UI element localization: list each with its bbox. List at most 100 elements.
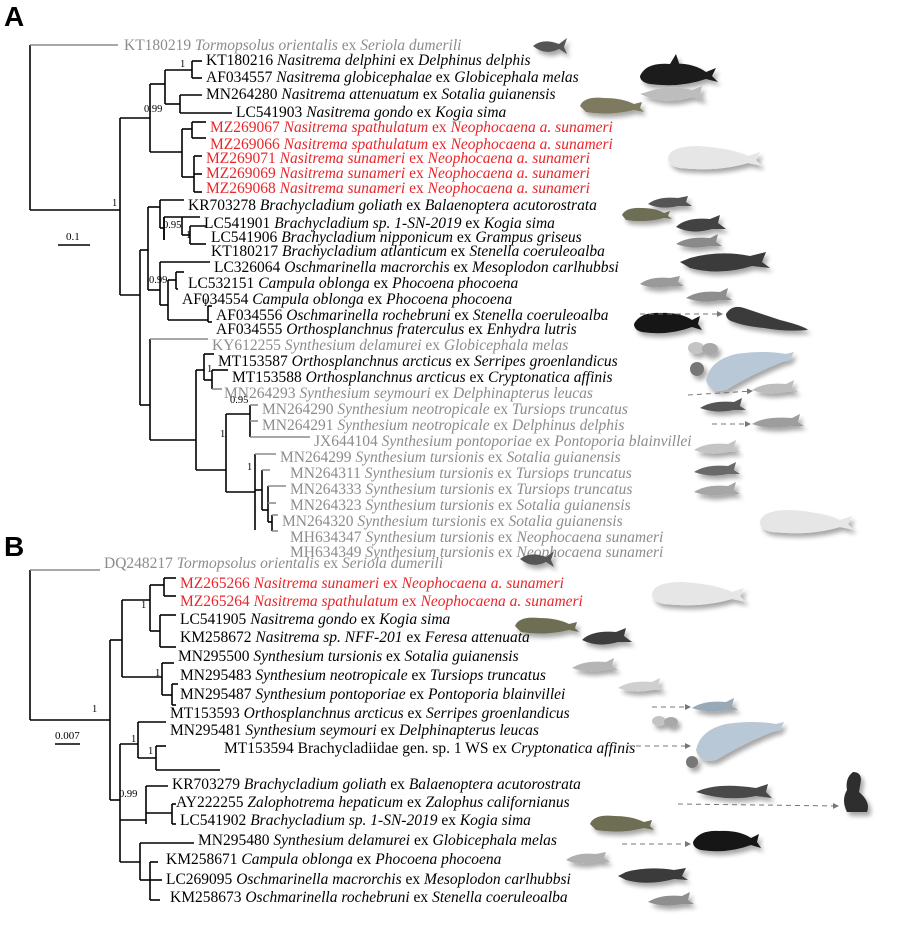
leaf-accession: MN264299 (280, 449, 355, 466)
leaf-parasite-name: Synthesium seymouri (245, 722, 376, 739)
leaf-parasite-name: Orthosplanchnus arcticus (292, 353, 452, 370)
support-label: 0.95 (163, 220, 181, 231)
leaf-ex: ex (494, 465, 516, 482)
leaf-accession: MN264333 (290, 481, 365, 498)
porpoise-icon (566, 852, 610, 864)
leaf-ex: ex (410, 832, 432, 849)
leaf-parasite-name: Brachycladium atlanticum (282, 243, 447, 260)
leaf-host-name: Grampus griseus (475, 229, 581, 246)
dolphin-icon (686, 288, 732, 302)
leaf-accession: KT180217 (211, 243, 282, 260)
leaf-accession: AF034556 (216, 307, 286, 324)
sea-otter-icon (726, 306, 808, 331)
leaf-ex: ex (419, 86, 441, 103)
support-values-a: 1 0.99 1 0.95 1 0.99 1 1 0.95 1 1 (112, 59, 252, 473)
grey-dolphin-icon (694, 482, 740, 496)
leaf-host-name: Serripes groenlandicus (474, 353, 618, 370)
leaf-host-name: Neophocaena a. sunameri (427, 180, 590, 197)
leaf-ex: ex (488, 740, 510, 757)
leaf-host-name: Neophocaena sunameri (516, 544, 664, 561)
leaf-label: MH634349 Synthesium tursionis ex Neophoc… (290, 544, 663, 561)
leaf-ex: ex (379, 575, 401, 592)
leaf-parasite-name: Synthesium tursionis (253, 648, 382, 665)
leaf-accession: DQ248217 (104, 555, 177, 572)
leaf-host-name: Phocoena phocoena (385, 291, 512, 308)
leaf-label: LC269095 Oschmarinella macrorchis ex Mes… (166, 871, 571, 888)
support-label: 0.95 (230, 395, 248, 406)
support-values-b: 1 1 1 1 1 0.99 (92, 600, 160, 800)
support-label: 1 (180, 59, 185, 70)
leaf-accession: MZ269066 (210, 136, 284, 153)
leaf-label: KT180216 Nasitrema delphini ex Delphinus… (206, 52, 531, 69)
leaf-accession: JX644104 (314, 433, 382, 450)
leaf-accession: MT153588 (232, 369, 306, 386)
pygmy-sperm-whale-icon (515, 617, 579, 634)
leaf-ex: ex (490, 417, 512, 434)
leaf-accession: KT180216 (206, 52, 277, 69)
leaf-label: KT180219 Tormopsolus orientalis ex Serio… (124, 37, 461, 54)
leaf-host-name: Tursiops truncatus (512, 401, 628, 418)
small-whale-icon (696, 784, 772, 799)
leaf-accession: MH634349 (290, 544, 365, 561)
leaf-parasite-name: Brachycladium goliath (260, 197, 403, 214)
leaf-label: MT153593 Orthosplanchnus arcticus ex Ser… (170, 705, 570, 722)
leaf-parasite-name: Oschmarinella rochebruni (245, 889, 409, 906)
leaf-ex: ex (447, 243, 469, 260)
snail-icon (690, 362, 704, 376)
leaf-accession: AF034554 (182, 291, 252, 308)
pygmy-sperm-whale-icon (580, 97, 644, 114)
leaf-ex: ex (408, 667, 430, 684)
leaf-accession: MN264290 (262, 401, 337, 418)
leaf-host-name: Sotalia guianensis (441, 86, 555, 103)
leaf-ex: ex (490, 401, 512, 418)
leaf-host-name: Neophocaena a. sunameri (450, 136, 613, 153)
leaf-accession: MN295500 (178, 648, 253, 665)
leaf-ex: ex (452, 353, 474, 370)
leaf-ex: ex (382, 648, 404, 665)
leaf-host-name: Kogia sima (459, 812, 531, 829)
leaf-host-name: Delphinus delphis (417, 52, 530, 69)
leaf-parasite-name: Nasitrema spathulatum (283, 136, 429, 153)
leaf-host-name: Tursiops truncatus (516, 465, 632, 482)
leaf-accession: MN264280 (206, 86, 281, 103)
leaf-label: MH634347 Synthesium tursionis ex Neophoc… (290, 529, 663, 546)
leaf-parasite-name: Synthesium delamurei (285, 337, 422, 354)
leaf-host-name: Stenella coeruleoalba (469, 243, 605, 260)
leaf-accession: AF034557 (206, 69, 276, 86)
leaf-host-name: Neophocaena a. sunameri (427, 150, 590, 167)
leaf-accession: MN264320 (282, 513, 357, 530)
leaf-ex: ex (428, 119, 450, 136)
fish-icon (520, 551, 554, 567)
dark-dolphin-icon (694, 462, 740, 476)
leaf-parasite-name: Synthesium pontoporiae (255, 686, 405, 703)
leaf-ex: ex (364, 291, 386, 308)
leaf-host-name: Globicephala melas (454, 69, 578, 86)
leaf-label: KM258673 Oschmarinella rochebruni ex Ste… (170, 889, 568, 906)
pygmy-sperm-whale-icon (622, 207, 672, 222)
support-label: 1 (155, 668, 160, 679)
leaf-label: MZ269066 Nasitrema spathulatum ex Neopho… (210, 136, 613, 153)
leaf-accession: MT153593 (170, 705, 244, 722)
leaf-parasite-name: Nasitrema spathulatum (253, 593, 399, 610)
leaf-ex: ex (532, 433, 554, 450)
leaf-host-name: Zalophus californianus (425, 794, 569, 811)
leaf-accession: KM258672 (180, 629, 255, 646)
leaf-label: MZ269067 Nasitrema spathulatum ex Neopho… (210, 119, 613, 136)
support-label: 1 (207, 364, 212, 375)
leaf-label: MT153588 Orthosplanchnus arcticus ex Cry… (232, 369, 612, 386)
grey-dolphin-icon (694, 440, 740, 454)
leaf-accession: LC541903 (236, 104, 306, 121)
leaf-label: MN264290 Synthesium neotropicale ex Turs… (262, 401, 628, 418)
leaf-host-name: Tursiops truncatus (517, 481, 633, 498)
support-label: 1 (112, 198, 117, 209)
leaf-ex: ex (453, 229, 475, 246)
leaf-parasite-name: Brachycladiidae gen. sp. 1 WS (298, 740, 489, 757)
grey-dolphin-icon (648, 892, 694, 906)
leaf-ex: ex (405, 165, 427, 182)
pilot-whale-icon (640, 54, 718, 86)
leaf-parasite-name: Synthesium tursionis (365, 544, 494, 561)
leaf-host-name: Pontoporia blainvillei (427, 686, 565, 703)
leaf-accession: AF034555 (216, 321, 286, 338)
leaf-ex: ex (386, 776, 408, 793)
